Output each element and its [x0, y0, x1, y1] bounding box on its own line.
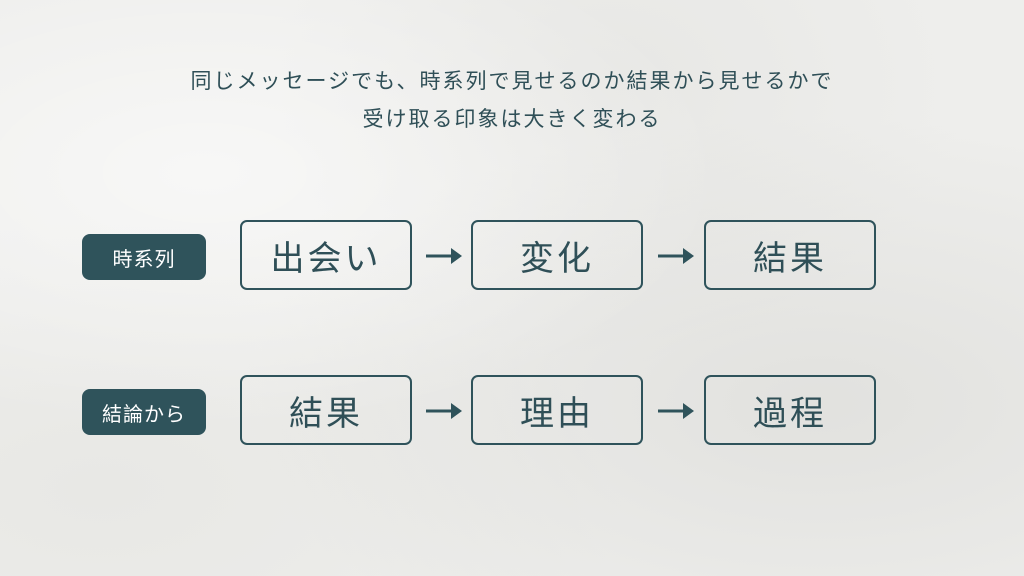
step-box-result: 結果	[704, 220, 876, 290]
arrow-right-icon	[426, 248, 462, 264]
heading-line-2: 受け取る印象は大きく変わる	[362, 107, 662, 131]
row-label-chronological: 時系列	[82, 234, 206, 280]
step-box-reason: 理由	[471, 375, 643, 445]
row-label-conclusion-first: 結論から	[82, 389, 206, 435]
arrow-right-icon	[426, 403, 462, 419]
arrow-right-icon	[658, 248, 694, 264]
flow-row-chronological: 時系列 出会い 変化 結果	[0, 220, 1024, 292]
flow-row-conclusion-first: 結論から 結果 理由 過程	[0, 375, 1024, 447]
step-box-encounter: 出会い	[240, 220, 412, 290]
step-box-result: 結果	[240, 375, 412, 445]
step-box-process: 過程	[704, 375, 876, 445]
heading-line-1: 同じメッセージでも、時系列で見せるのか結果から見せるかで	[190, 69, 834, 93]
heading: 同じメッセージでも、時系列で見せるのか結果から見せるかで 受け取る印象は大きく変…	[0, 62, 1024, 138]
arrow-right-icon	[658, 403, 694, 419]
step-box-change: 変化	[471, 220, 643, 290]
